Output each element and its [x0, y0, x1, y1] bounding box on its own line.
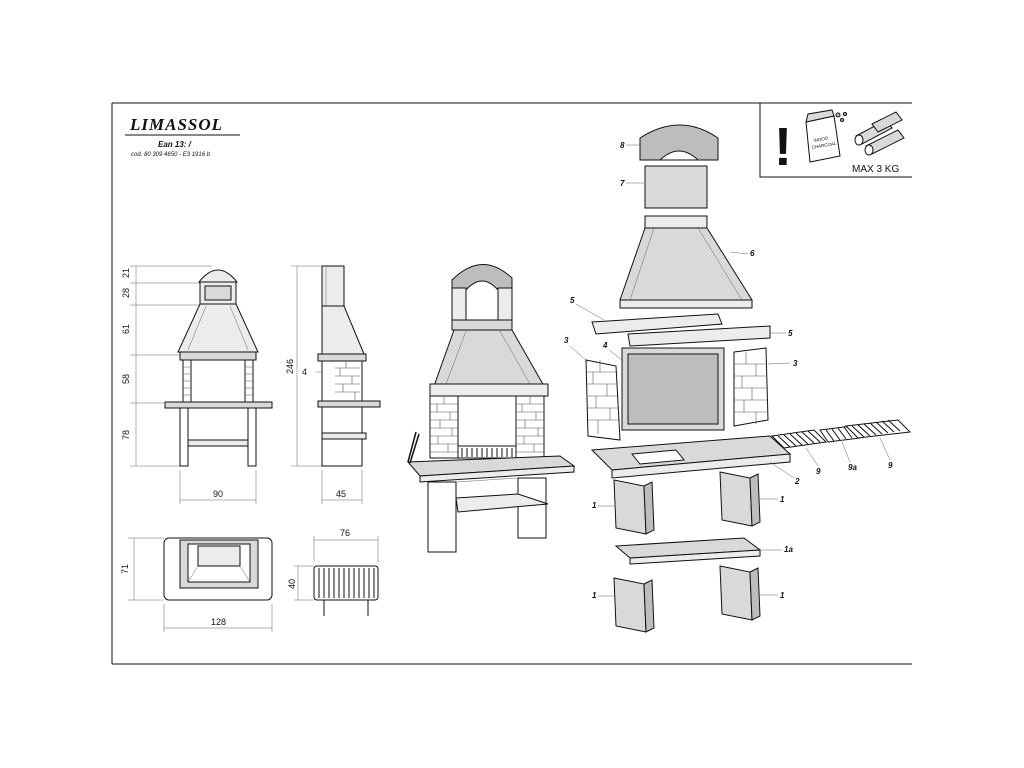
part-label-3b: 3 — [793, 359, 798, 368]
max-load-label: MAX 3 KG — [852, 164, 899, 175]
dim-front-28: 28 — [121, 288, 131, 298]
dim-front-58: 58 — [121, 374, 131, 384]
charcoal-bag-icon: WOOD CHARCOAL — [805, 109, 847, 163]
fuel-warning-box: ! WOOD CHARCOAL MAX 3 KG — [759, 103, 912, 178]
bag-label-charcoal: CHARCOAL — [811, 141, 837, 150]
part-label-9b: 9a — [848, 463, 857, 472]
perspective-view — [406, 264, 576, 553]
dim-top-128: 128 — [211, 617, 226, 627]
part-label-2: 2 — [794, 477, 800, 486]
part-label-9a: 9 — [816, 467, 821, 476]
dim-grill-40: 40 — [287, 579, 297, 589]
part-label-5b: 5 — [788, 329, 793, 338]
top-view: 71 128 — [120, 537, 273, 632]
bag-label-wood: WOOD — [813, 135, 829, 143]
part-label-1b: 1 — [780, 495, 785, 504]
side-view: 246 4 45 — [285, 265, 381, 504]
dim-grill-76: 76 — [340, 528, 350, 538]
part-label-5a: 5 — [570, 296, 575, 305]
dim-side-45: 45 — [336, 489, 346, 499]
ean-code: Ean 13: / — [158, 140, 192, 149]
dim-total-246: 246 — [285, 359, 295, 374]
product-code: cod. 80 309 4650 - E3 1916 b — [131, 152, 211, 158]
part-label-1e: 1 — [780, 591, 785, 600]
title-block: LIMASSOL Ean 13: / cod. 80 309 4650 - E3… — [125, 115, 240, 158]
dim-front-61: 61 — [121, 324, 131, 334]
part-label-1d: 1 — [592, 591, 597, 600]
exclamation-icon: ! — [774, 117, 792, 177]
part-label-8: 8 — [620, 141, 625, 150]
part-label-9c: 9 — [888, 461, 893, 470]
dim-top-71: 71 — [120, 564, 130, 574]
dim-front-21: 21 — [121, 268, 131, 278]
exploded-view: 8 7 6 5 5 3 4 3 — [564, 124, 912, 633]
product-name: LIMASSOL — [129, 115, 223, 134]
grill-detail: 76 40 — [287, 528, 379, 616]
wood-logs-icon — [854, 111, 905, 156]
front-view: 21 28 61 58 78 90 — [121, 265, 273, 504]
part-label-1a: 1 — [592, 501, 597, 510]
dim-front-90: 90 — [213, 489, 223, 499]
part-label-4: 4 — [602, 341, 608, 350]
part-label-6: 6 — [750, 249, 755, 258]
part-label-3a: 3 — [564, 336, 569, 345]
dim-front-78: 78 — [121, 430, 131, 440]
dim-side-4: 4 — [302, 367, 307, 377]
part-label-7: 7 — [620, 179, 625, 188]
part-label-1c: 1a — [784, 545, 793, 554]
